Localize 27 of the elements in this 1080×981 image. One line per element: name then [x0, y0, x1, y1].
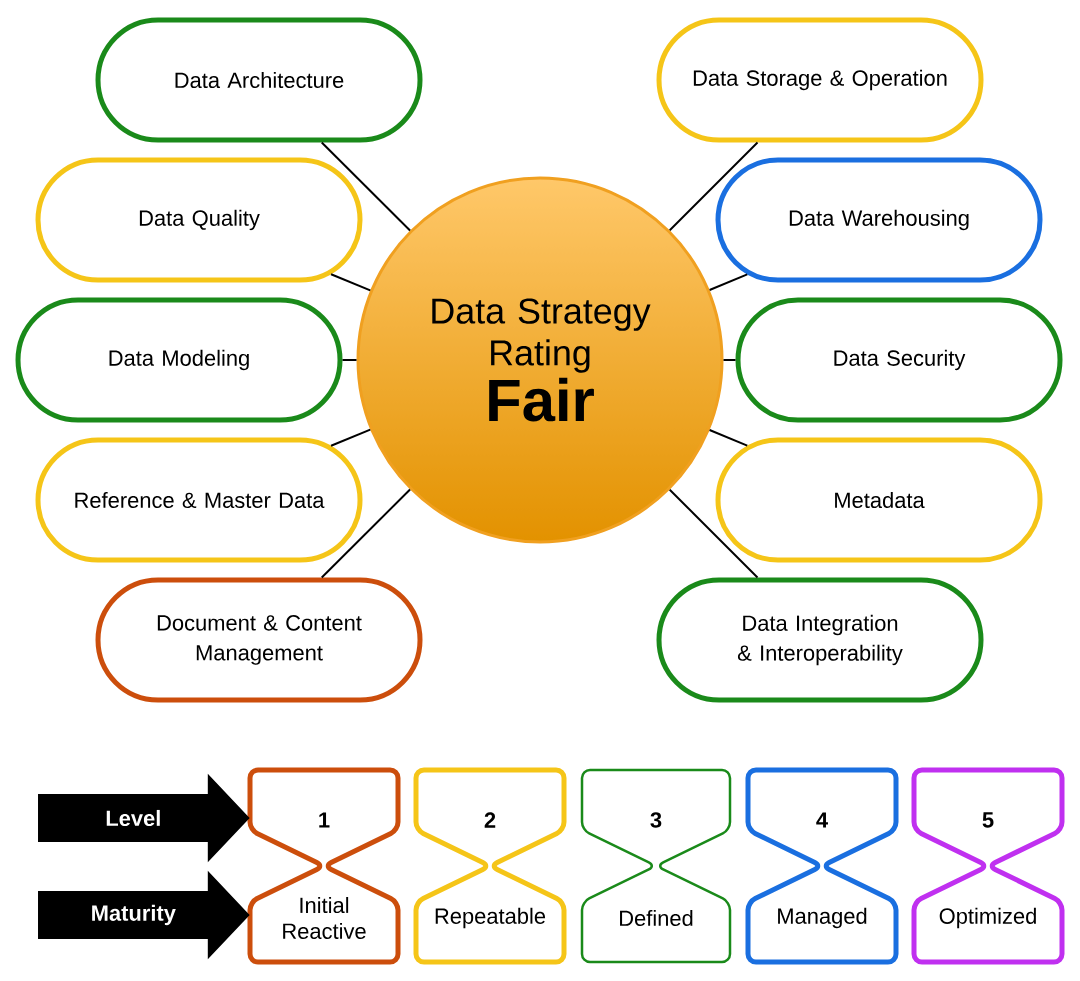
level-box: 3 Defined [580, 768, 732, 964]
topic-pill: Data Security [735, 297, 1063, 423]
level-box: 5 Optimized [911, 767, 1065, 965]
connector-line [668, 488, 759, 579]
topic-pill: Document & Content Management [95, 577, 423, 703]
arrow-label: Maturity [92, 904, 176, 926]
level-box: 1 Initial Reactive [247, 767, 401, 965]
connector-line [722, 359, 737, 361]
topic-pill: Data Quality [35, 157, 363, 283]
level-box: 2 Repeatable [413, 767, 567, 965]
connector-line [668, 141, 759, 232]
topic-pill: Data Storage & Operation [656, 17, 984, 143]
connector-line [330, 273, 372, 292]
connector-line [330, 428, 372, 447]
topic-pill: Data Warehousing [715, 157, 1043, 283]
connector-line [341, 359, 358, 361]
connector-line [708, 273, 749, 291]
topic-pill: Metadata [715, 437, 1043, 563]
topic-pill: Data Integration & Interoperability [656, 577, 984, 703]
connector-line [320, 488, 412, 579]
arrow-label: Level [106, 809, 160, 827]
topic-pill: Reference & Master Data [35, 437, 363, 563]
topic-pill: Data Modeling [15, 297, 343, 423]
connector-line [708, 429, 749, 447]
level-box: 4 Managed [745, 767, 899, 965]
connector-line [320, 141, 412, 232]
topic-pill: Data Architecture [95, 17, 423, 143]
